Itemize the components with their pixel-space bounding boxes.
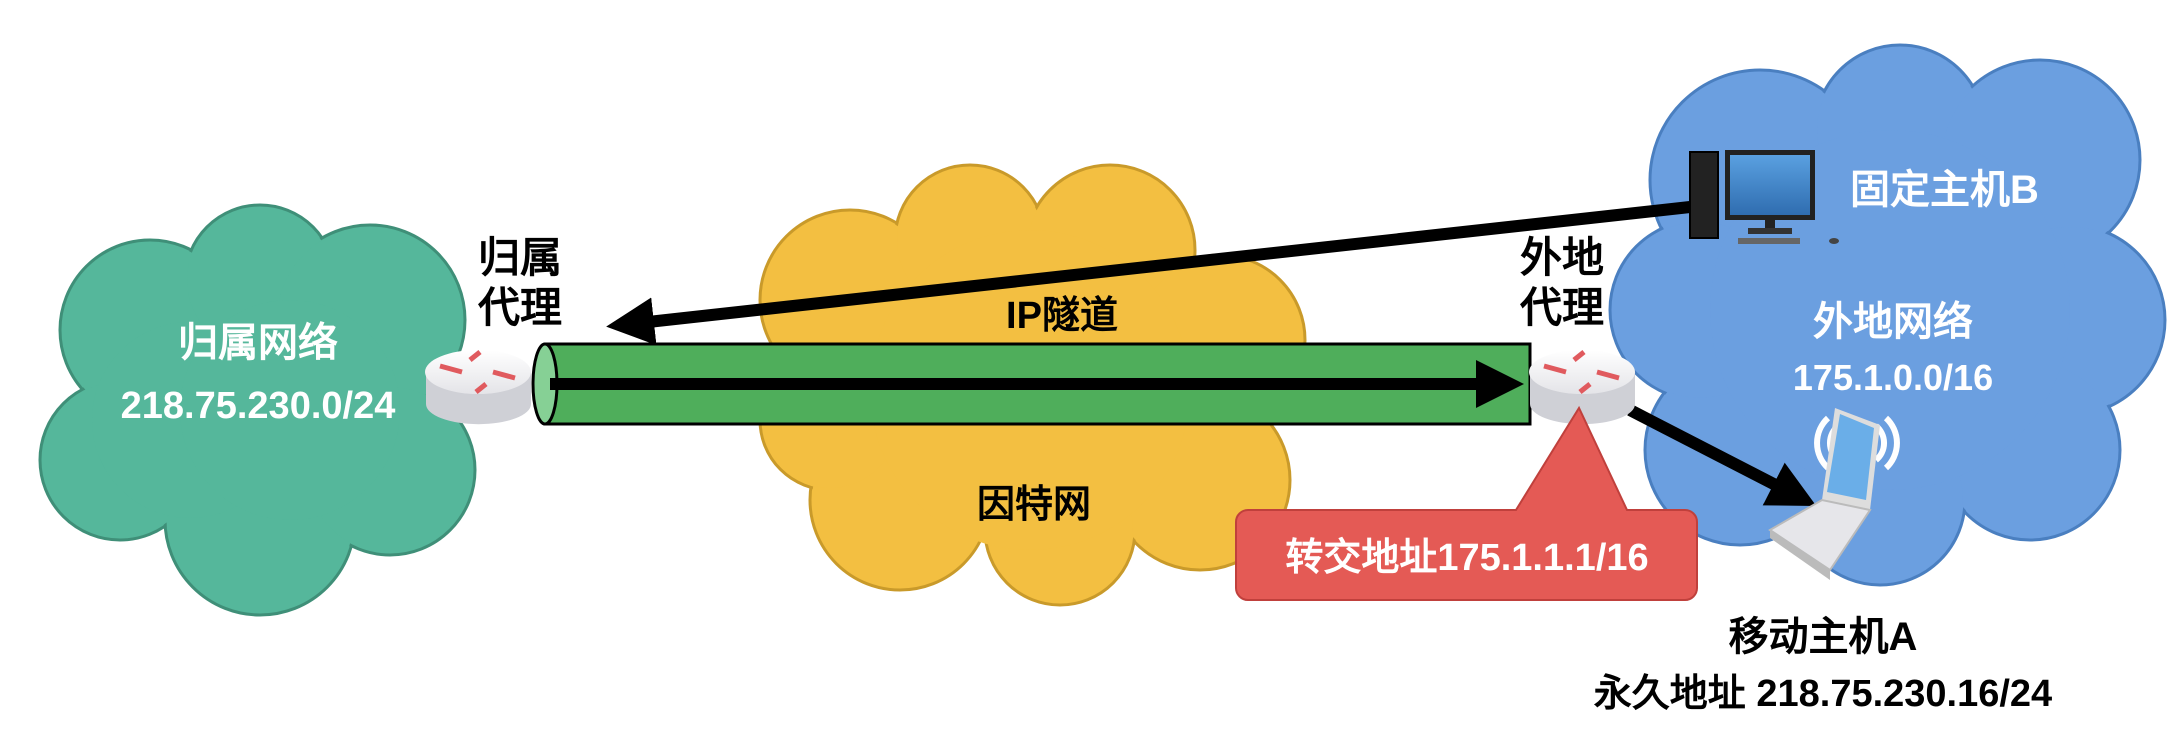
mobile-host-permanent-address: 永久地址 218.75.230.16/24: [1594, 673, 2052, 715]
ip-tunnel: [531, 342, 1532, 426]
foreign-network-name: 外地网络: [1813, 299, 1973, 344]
care-of-address-label: 转交地址175.1.1.1/16: [1285, 536, 1648, 579]
foreign-agent-label-line1: 外地: [1520, 234, 1604, 281]
home-agent-label-line2: 代理: [477, 284, 562, 331]
foreign-network-prefix: 175.1.0.0/16: [1793, 357, 1993, 398]
foreign-agent-to-mobile-arrow: [1627, 404, 1817, 506]
home-network-prefix: 218.75.230.0/24: [121, 385, 396, 427]
mobile-host-label: 移动主机A: [1729, 615, 1918, 659]
laptop-icon: [1768, 408, 1900, 580]
home-network-name: 归属网络: [178, 320, 338, 365]
home-agent-label-line1: 归属: [478, 234, 562, 281]
tunnel-label: IP隧道: [1006, 295, 1118, 337]
home-network-cloud: 归属网络 218.75.230.0/24: [38, 203, 477, 617]
foreign-agent-label-line2: 代理: [1519, 284, 1604, 331]
desktop-computer-icon: [1689, 150, 1839, 244]
home-agent-router-icon: [425, 350, 531, 425]
care-of-address-callout: 转交地址175.1.1.1/16: [1235, 405, 1698, 601]
foreign-agent-router-icon: [1529, 350, 1635, 425]
internet-name: 因特网: [977, 484, 1091, 526]
fixed-host-label: 固定主机B: [1850, 168, 2039, 212]
foreign-network-cloud: 外地网络 175.1.0.0/16: [1608, 43, 2167, 587]
host-b-to-home-agent-arrow: [606, 201, 1691, 346]
